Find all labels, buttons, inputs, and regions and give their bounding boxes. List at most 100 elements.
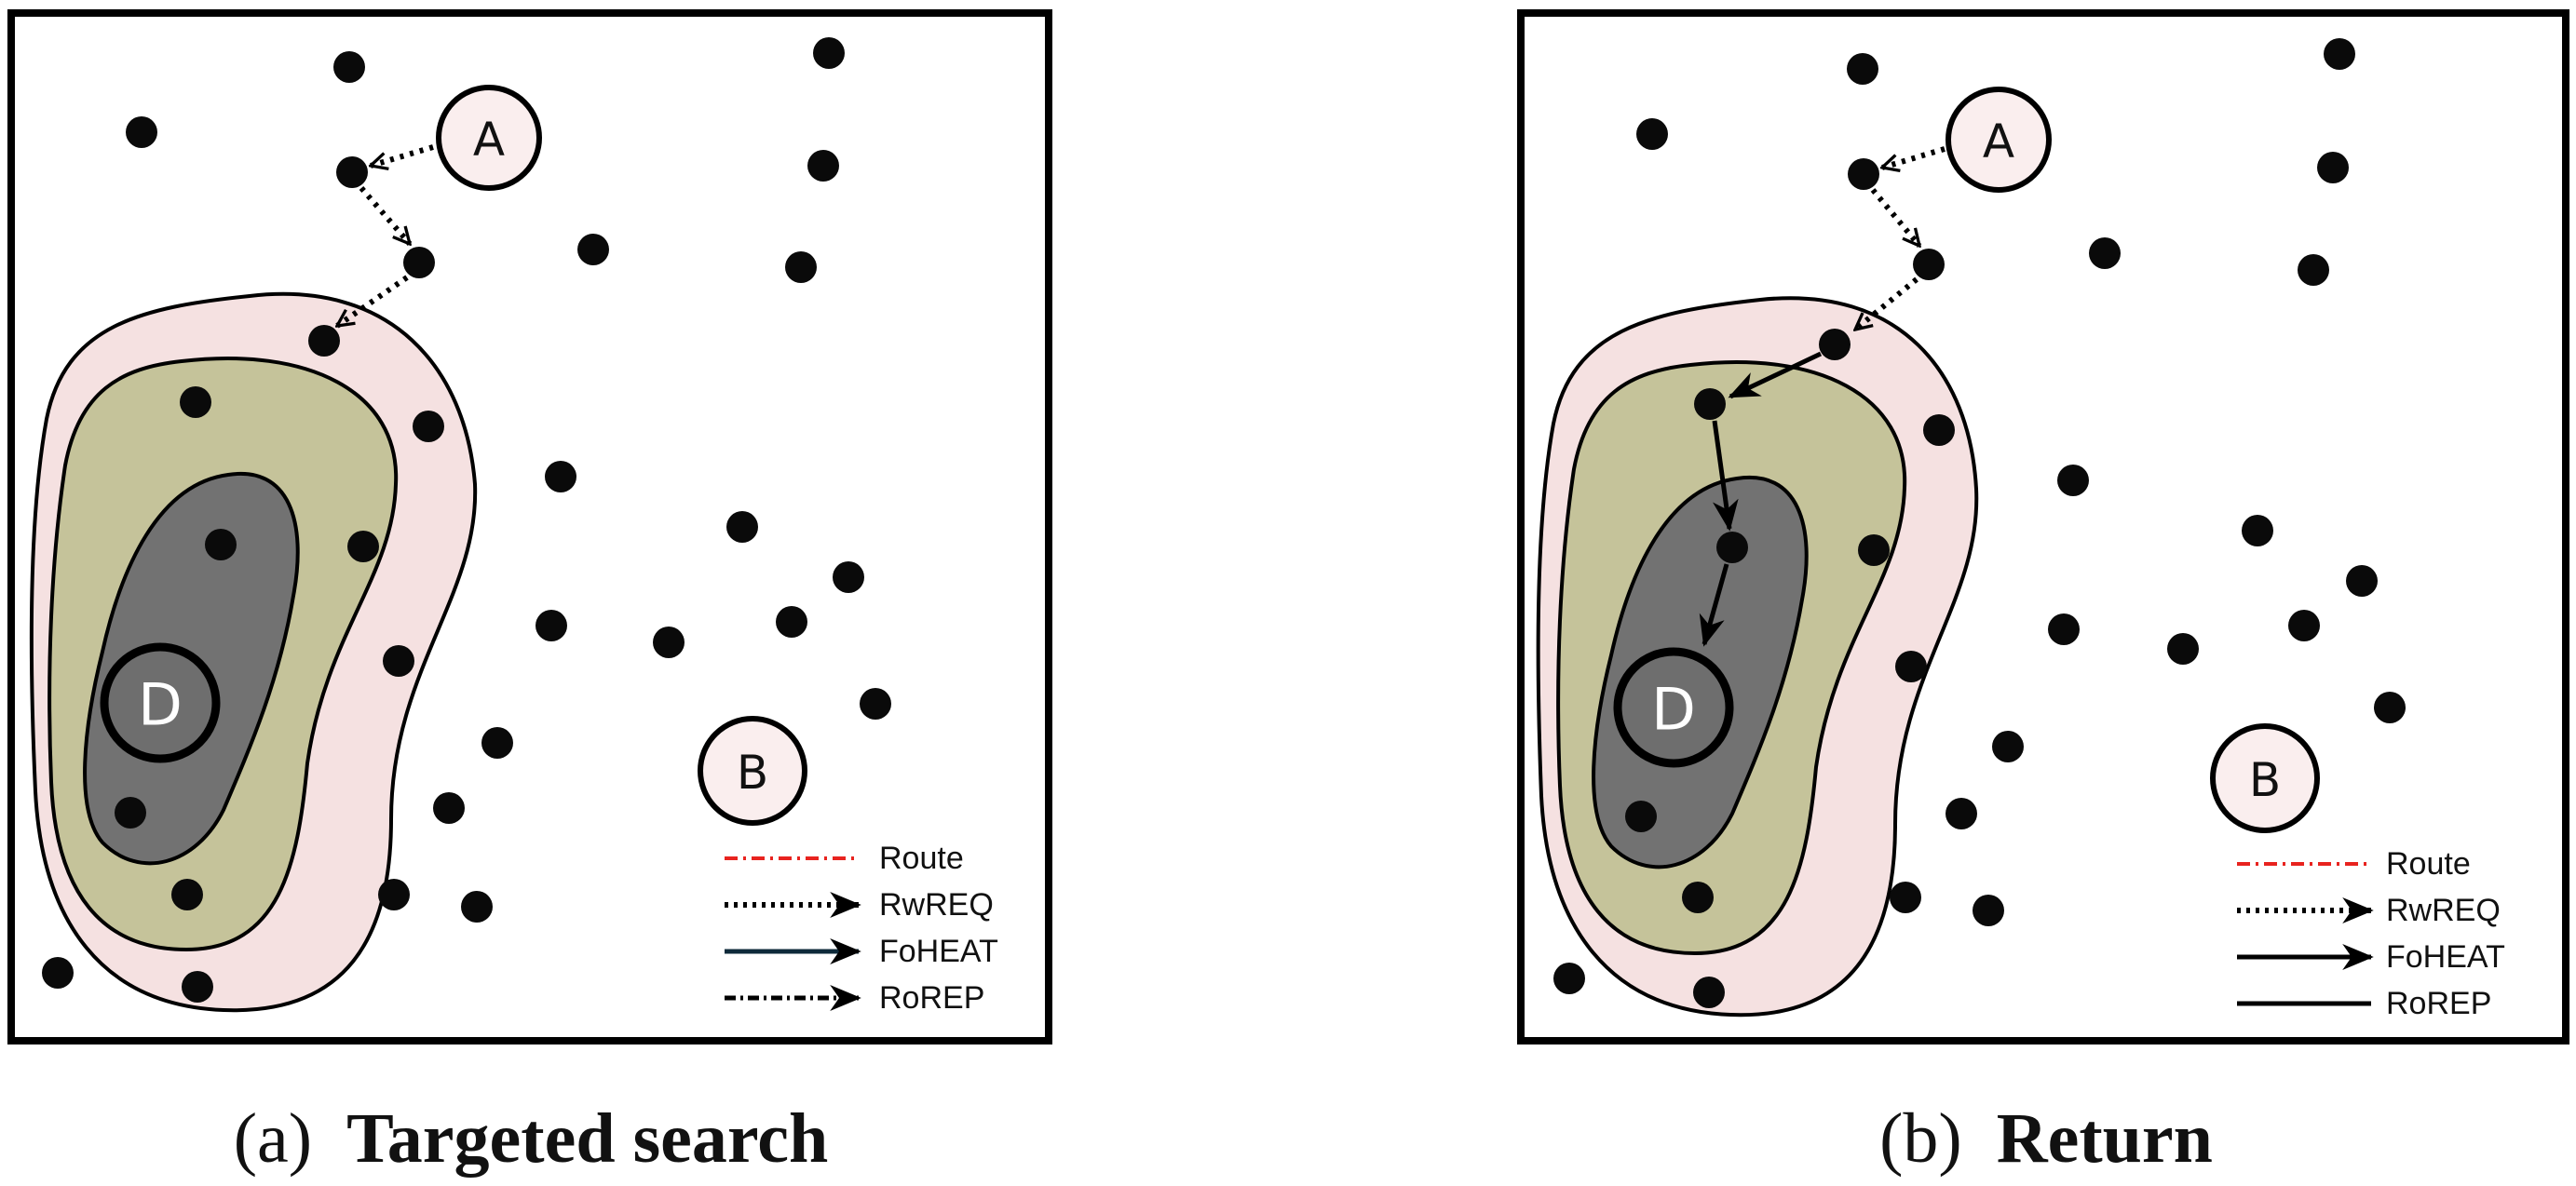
sensor-node [205,529,237,560]
node-a-label: A [473,113,505,167]
node-d: D [100,642,221,763]
node-d-circle [1613,647,1734,768]
legend: Route RwREQ FoHEAT RoREP [725,841,998,1016]
sensor-node [536,610,567,641]
sensor-node [481,727,513,759]
sensor-node [1890,882,1921,913]
panel-a-caption-text: Targeted search [346,1099,828,1178]
foheat-arrow [1699,563,1729,647]
rwreq-arrow [1882,146,1946,168]
sensor-node [126,116,157,148]
panel-a-caption: (a) Targeted search [234,1099,829,1178]
sensor-node [1716,532,1748,563]
rwreq-arrow [1855,276,1918,330]
sensor-node [2288,610,2320,641]
sensor-node [860,688,891,720]
panel-b-caption-text: Return [1997,1099,2213,1178]
sensor-node [1858,534,1890,566]
sensor-node [653,627,685,658]
sensor-node [2346,565,2378,597]
sensor-node [2317,152,2349,183]
legend-rorep-label: RoREP [2386,986,2491,1021]
node-a: A [436,85,542,191]
sensor-node [726,511,758,543]
panel-b: A D B Route RwREQ FoHEAT RoREP (b) Retur… [1517,9,2569,1178]
rwreq-arrow [1870,188,1919,246]
legend-route-label: Route [2386,846,2471,882]
rwreq-arrow [337,275,409,329]
node-d: D [1613,647,1734,768]
sensor-node [403,247,435,278]
sensor-node [776,606,807,638]
node-d-circle [100,642,221,763]
legend: Route RwREQ FoHEAT RoREP [2237,846,2505,1021]
sensor-node [180,386,211,418]
sensor-node [1694,388,1726,420]
node-b: B [2210,723,2320,833]
sensor-node [785,251,817,283]
sensor-node [2167,633,2199,665]
legend-foheat-label: FoHEAT [2386,939,2505,975]
sensor-nodes [1553,38,2406,1008]
node-d-label: D [1651,676,1696,744]
sensor-node [42,957,74,989]
panel-a-caption-letter: (a) [234,1099,312,1178]
node-b-circle [2210,723,2320,833]
sensor-node [1913,249,1945,280]
sensor-node [1923,414,1955,446]
sensor-node [807,150,839,182]
node-a-circle [1946,87,2052,193]
sensor-node [1992,731,2024,762]
node-b: B [698,716,807,826]
sensor-node [347,531,379,562]
node-a-label: A [1983,115,2014,168]
foheat-arrow [1712,420,1739,532]
foheat-path [1699,351,1823,647]
legend-rwreq-label: RwREQ [879,887,994,923]
sensor-node [2374,692,2406,723]
sensor-node [1625,801,1657,832]
sensor-node [1693,977,1725,1008]
node-b-label: B [2249,753,2281,807]
sensor-node [1973,895,2004,926]
sensor-nodes [42,37,891,1003]
sensor-node [182,971,213,1003]
panel-a: A D B Route RwREQ FoHEAT RoREP (a) Targe… [7,9,1052,1178]
foheat-arrow [1728,351,1823,399]
sensor-node [1895,651,1927,682]
legend-rwreq-label: RwREQ [2386,893,2501,928]
node-a-circle [436,85,542,191]
sensor-node [2057,465,2089,496]
sensor-node [2298,254,2329,286]
sensor-node [333,51,365,83]
sensor-node [433,792,465,824]
sensor-node [336,156,368,188]
sensor-node [308,325,340,357]
legend-route-label: Route [879,841,964,876]
sensor-node [2048,613,2080,645]
panel-b-caption: (b) Return [1879,1099,2213,1178]
sensor-node [813,37,845,69]
sensor-node [2324,38,2355,70]
sensor-node [545,461,576,492]
sensor-node [1848,158,1879,190]
sensor-node [833,561,864,593]
legend-rorep-label: RoREP [879,980,984,1016]
sensor-node [1636,118,1668,150]
sensor-node [171,879,203,910]
sensor-node [413,411,444,442]
sensor-node [1819,329,1851,360]
rwreq-path [1855,146,1946,330]
sensor-node [1847,53,1878,85]
rwreq-arrow [359,186,410,244]
sensor-node [115,797,146,829]
node-d-label: D [138,671,183,739]
sensor-node [1682,882,1714,913]
panel-b-caption-letter: (b) [1879,1099,1962,1178]
sensor-node [461,891,493,923]
sensor-node [2089,237,2121,269]
node-a: A [1946,87,2052,193]
rwreq-path [337,144,434,329]
sensor-node [1946,798,1977,829]
